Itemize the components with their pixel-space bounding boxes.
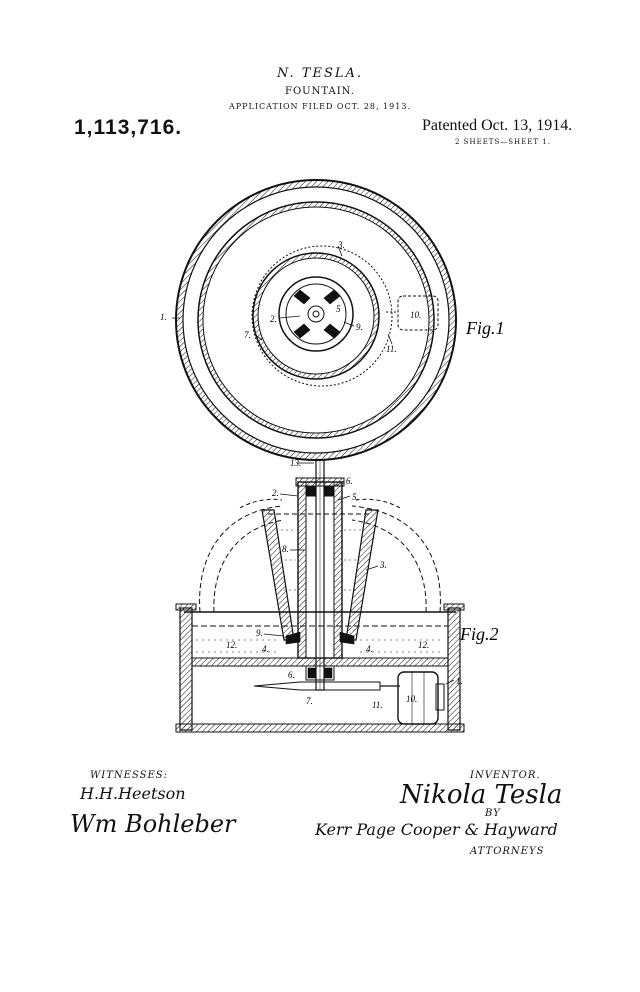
fig2-section-view xyxy=(176,460,464,732)
inventor-signature: Nikola Tesla xyxy=(400,780,562,810)
fig1-plan-view xyxy=(172,180,456,460)
fig1-ref-11: 11. xyxy=(386,344,397,354)
attorneys-label: ATTORNEYS xyxy=(470,846,544,857)
fig2-ref-13: 13. xyxy=(290,458,301,468)
fig2-ref-4b: 4. xyxy=(366,644,373,654)
fig1-ref-10: 10. xyxy=(410,310,421,320)
by-label: BY xyxy=(485,808,501,819)
fig1-label: Fig.1 xyxy=(465,318,505,338)
fig2-ref-7: 7. xyxy=(306,696,313,706)
fig2-ref-8: 8. xyxy=(282,544,289,554)
witness-signature-1: H.H.Heetson xyxy=(80,784,186,803)
fig2-ref-12b: 12. xyxy=(418,640,429,650)
fig2-ref-1: 1. xyxy=(456,676,463,686)
witnesses-label: WITNESSES: xyxy=(90,770,168,781)
fig2-ref-2: 2. xyxy=(272,488,279,498)
fig2-ref-6b: 6. xyxy=(288,670,295,680)
fig2-ref-9: 9. xyxy=(256,628,263,638)
fig1-ref-2: 2. xyxy=(270,314,277,324)
fig2-ref-12a: 12. xyxy=(226,640,237,650)
fig1-ref-9: 9. xyxy=(356,322,363,332)
attorneys-signature: Kerr Page Cooper & Hayward xyxy=(315,820,558,839)
fig2-ref-6: 6. xyxy=(346,476,353,486)
fig2-label: Fig.2 xyxy=(459,624,499,644)
fig1-ref-1: 1. xyxy=(160,312,167,322)
fig2-ref-11: 11. xyxy=(372,700,383,710)
fig2-ref-5: 5. xyxy=(352,492,359,502)
fig1-ref-7: 7. xyxy=(244,330,251,340)
fig2-ref-10: 10. xyxy=(406,694,417,704)
fig2-ref-4a: 4. xyxy=(262,644,269,654)
fig1-ref-3: 3. xyxy=(337,240,345,250)
fig1-ref-5: 5 xyxy=(336,304,341,314)
witness-signature-2: Wm Bohleber xyxy=(70,810,236,838)
fig2-ref-3: 3. xyxy=(379,560,387,570)
